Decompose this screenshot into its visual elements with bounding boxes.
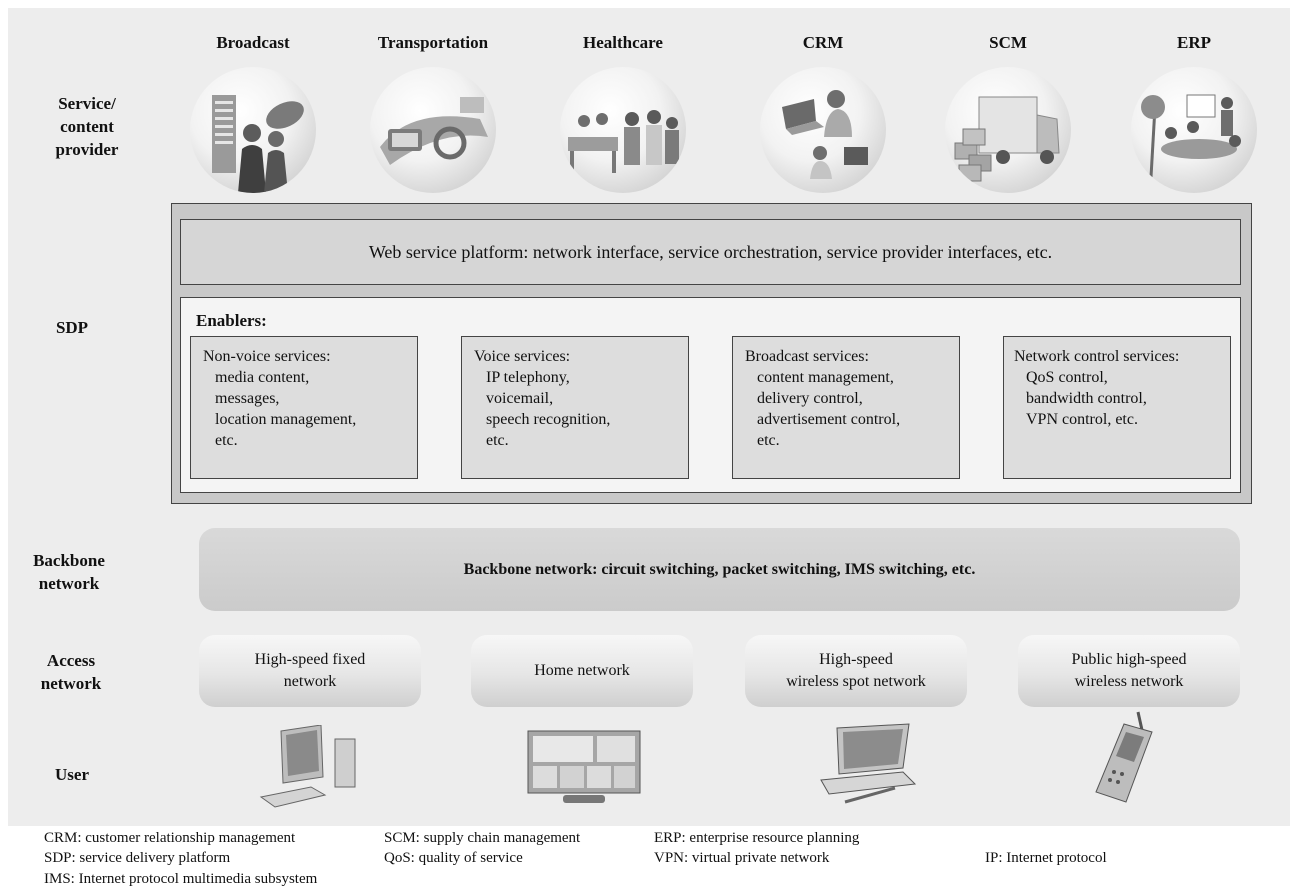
enabler-item: etc. xyxy=(486,432,509,450)
mobile-phone-icon xyxy=(1080,710,1170,810)
call-center-icon xyxy=(760,67,886,193)
enabler-item: advertisement control, xyxy=(757,411,901,429)
provider-scm: SCM xyxy=(938,33,1078,193)
enabler-title: Non-voice services: xyxy=(203,348,331,365)
enabler-item: IP telephony, xyxy=(486,369,570,387)
glossary-sdp: SDP: service delivery platform xyxy=(44,850,231,866)
enabler-item: etc. xyxy=(215,432,238,450)
row-label-backbone: Backbone network xyxy=(33,551,105,593)
enabler-item: delivery control, xyxy=(757,390,863,408)
enabler-item: location management, xyxy=(215,411,357,429)
provider-title: ERP xyxy=(1177,33,1211,52)
provider-title: Healthcare xyxy=(583,33,663,52)
provider-transportation: Transportation xyxy=(363,33,503,193)
row-label-service: Service/ content provider xyxy=(55,94,119,159)
broadcast-scene-icon xyxy=(190,67,316,193)
flat-tv-icon xyxy=(527,730,642,810)
web-service-platform: Web service platform: network interface,… xyxy=(180,219,1241,285)
access-wireless-spot: High-speed wireless spot network xyxy=(745,635,967,707)
enabler-item: etc. xyxy=(757,432,780,450)
row-label-access: Access network xyxy=(40,651,102,693)
enabler-item: content management, xyxy=(757,369,894,387)
enabler-item: bandwidth control, xyxy=(1026,390,1147,408)
access-high-speed-fixed: High-speed fixed network xyxy=(199,635,421,707)
provider-erp: ERP xyxy=(1124,33,1264,193)
enabler-voice: Voice services: IP telephony, voicemail,… xyxy=(461,336,689,479)
laptop-icon xyxy=(815,722,925,812)
enabler-network-control: Network control services: QoS control, b… xyxy=(1003,336,1231,479)
enabler-item: voicemail, xyxy=(486,390,554,408)
glossary-scm: SCM: supply chain management xyxy=(384,830,581,846)
provider-title: Broadcast xyxy=(216,33,290,52)
access-public-wireless: Public high-speed wireless network xyxy=(1018,635,1240,707)
enablers-title: Enablers: xyxy=(196,311,267,330)
desktop-pc-icon xyxy=(255,724,365,815)
provider-title: CRM xyxy=(802,33,844,52)
provider-broadcast: Broadcast xyxy=(183,33,323,193)
glossary-ims: IMS: Internet protocol multimedia subsys… xyxy=(44,871,318,887)
glossary-crm: CRM: customer relationship management xyxy=(44,830,296,846)
row-label-user: User xyxy=(55,765,89,784)
enabler-title: Network control services: xyxy=(1014,348,1180,365)
access-home-network: Home network xyxy=(471,635,693,707)
enabler-item: QoS control, xyxy=(1026,369,1108,387)
enabler-item: VPN control, etc. xyxy=(1026,411,1138,429)
provider-title: Transportation xyxy=(377,33,489,52)
row-label-sdp: SDP xyxy=(55,318,89,337)
hospital-scene-icon xyxy=(560,67,686,193)
enabler-title: Voice services: xyxy=(474,348,571,365)
enabler-non-voice: Non-voice services: media content, messa… xyxy=(190,336,418,479)
delivery-truck-icon xyxy=(945,67,1071,193)
glossary-erp: ERP: enterprise resource planning xyxy=(654,830,860,846)
provider-crm: CRM xyxy=(753,33,893,193)
glossary-ip: IP: Internet protocol xyxy=(985,850,1107,866)
provider-healthcare: Healthcare xyxy=(553,33,693,193)
enabler-item: speech recognition, xyxy=(486,411,611,429)
glossary-vpn: VPN: virtual private network xyxy=(654,850,830,866)
enabler-broadcast: Broadcast services: content management, … xyxy=(732,336,960,479)
backbone-network-bar: Backbone network: circuit switching, pac… xyxy=(199,528,1240,611)
provider-title: SCM xyxy=(989,33,1027,52)
car-navigation-icon xyxy=(370,67,496,193)
enabler-item: messages, xyxy=(215,390,280,408)
enabler-title: Broadcast services: xyxy=(745,348,869,365)
enabler-item: media content, xyxy=(215,369,310,387)
office-meeting-icon xyxy=(1131,67,1257,193)
glossary-qos: QoS: quality of service xyxy=(384,850,523,866)
